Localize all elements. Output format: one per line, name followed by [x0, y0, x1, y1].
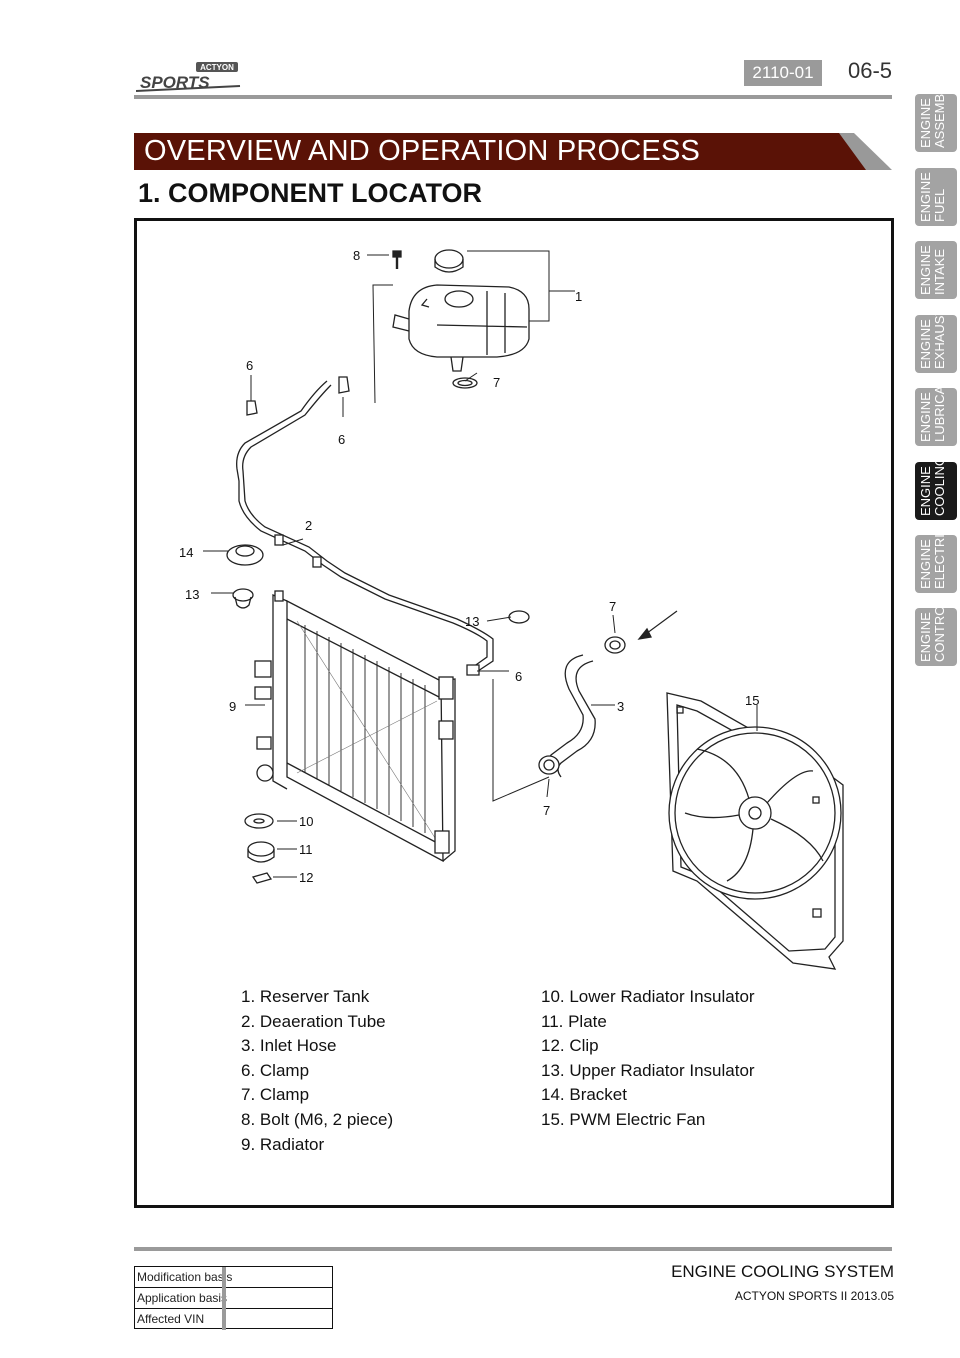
legend-item: 15. PWM Electric Fan	[541, 1109, 706, 1129]
callout-7-tank: 7	[493, 375, 500, 390]
revision-row: Affected VIN	[135, 1309, 332, 1330]
legend-left: 1. Reserver Tank 2. Deaeration Tube 3. I…	[241, 985, 393, 1157]
application-basis-label: Application basis	[137, 1291, 228, 1305]
legend-item: 14. Bracket	[541, 1085, 627, 1105]
revision-row: Application basis	[135, 1288, 332, 1309]
tab-engine-exhaust[interactable]: ENGINE EXHAUST	[915, 308, 957, 373]
callout-2: 2	[305, 518, 312, 533]
affected-vin-label: Affected VIN	[137, 1312, 205, 1326]
tab-label: ENGINE ASSEMBL	[918, 86, 947, 148]
tab-engine-lubrication[interactable]: ENGINE LUBRICAT	[915, 379, 957, 446]
svg-text:ACTYON: ACTYON	[200, 63, 234, 72]
tab-label: ENGINE LUBRICAT	[918, 378, 947, 442]
callout-6-lower: 6	[515, 669, 522, 684]
header-rule	[134, 95, 892, 99]
footer-rule	[134, 1247, 892, 1251]
section-title: 1. COMPONENT LOCATOR	[138, 178, 483, 208]
divider	[222, 1267, 226, 1288]
tab-label: ENGINE ELECTRI	[918, 534, 947, 589]
footer-subtitle: ACTYON SPORTS II 2013.05	[734, 1289, 894, 1303]
actyon-sports-logo: ACTYON SPORTS	[135, 60, 248, 94]
tab-label: ENGINE FUEL	[918, 172, 947, 222]
callout-11: 11	[299, 842, 313, 857]
tab-label: ENGINE COOLING	[918, 456, 947, 516]
legend-item: 8. Bolt (M6, 2 piece)	[241, 1109, 394, 1129]
tab-engine-cooling[interactable]: ENGINE COOLING	[915, 456, 957, 520]
revision-row: Modification basis	[135, 1267, 332, 1288]
callout-6-upper: 6	[246, 358, 253, 373]
revision-table: Modification basis Application basis Aff…	[134, 1266, 333, 1330]
tab-engine-assembly[interactable]: ENGINE ASSEMBL	[915, 87, 957, 152]
callout-7-lower-hose: 7	[543, 803, 550, 818]
callout-3: 3	[617, 699, 624, 714]
footer-title: ENGINE COOLING SYSTEM	[671, 1262, 894, 1281]
tab-engine-intake[interactable]: ENGINE INTAKE	[915, 241, 957, 299]
callout-9: 9	[229, 699, 236, 714]
callout-1: 1	[575, 289, 582, 304]
divider	[222, 1288, 226, 1309]
radiator-drawing	[254, 590, 456, 863]
legend-item: 7. Clamp	[241, 1085, 310, 1105]
callout-15: 15	[745, 693, 759, 708]
tab-engine-fuel[interactable]: ENGINE FUEL	[915, 168, 957, 226]
banner-title: OVERVIEW AND OPERATION PROCESS	[144, 135, 701, 167]
legend-item: 6. Clamp	[241, 1060, 310, 1080]
tab-engine-electrical[interactable]: ENGINE ELECTRI	[915, 534, 957, 593]
callout-12: 12	[299, 870, 313, 885]
cooling-system-diagram: 8 1 6 7 6 2 14 13 13 7 6 3 15 9 7 10 11 …	[179, 248, 844, 970]
svg-text:SPORTS: SPORTS	[140, 73, 210, 92]
legend-item: 1. Reserver Tank	[241, 987, 370, 1006]
leader-lines	[203, 250, 758, 878]
callout-14: 14	[179, 545, 193, 560]
modification-basis-label: Modification basis	[137, 1270, 233, 1284]
callout-6-mid: 6	[338, 432, 345, 447]
bolt-drawing	[392, 250, 402, 269]
overview-banner: OVERVIEW AND OPERATION PROCESS	[134, 133, 892, 170]
tab-engine-control[interactable]: ENGINE CONTRO	[915, 606, 957, 666]
component-locator-figure: 8 1 6 7 6 2 14 13 13 7 6 3 15 9 7 10 11 …	[134, 218, 894, 1208]
fan-shroud-drawing	[666, 692, 844, 970]
legend-item: 10. Lower Radiator Insulator	[541, 987, 755, 1006]
callout-13-left: 13	[185, 587, 199, 602]
legend-item: 9. Radiator	[241, 1134, 325, 1154]
callout-8: 8	[353, 248, 360, 263]
legend-item: 11. Plate	[541, 1011, 607, 1031]
reserve-tank-drawing	[392, 249, 530, 372]
tab-label: ENGINE EXHAUST	[918, 307, 947, 369]
callout-10: 10	[299, 814, 313, 829]
legend-item: 2. Deaeration Tube	[241, 1011, 386, 1031]
section-code: 2110-01	[744, 60, 822, 86]
callout-13-right: 13	[465, 614, 479, 629]
legend-item: 13. Upper Radiator Insulator	[541, 1060, 755, 1080]
legend-item: 3. Inlet Hose	[241, 1036, 337, 1056]
callout-7-upper-hose: 7	[609, 599, 616, 614]
tab-label: ENGINE INTAKE	[918, 245, 947, 295]
legend-right: 10. Lower Radiator Insulator 11. Plate 1…	[541, 985, 755, 1133]
legend-item: 12. Clip	[541, 1036, 599, 1056]
divider	[222, 1309, 226, 1330]
tab-label: ENGINE CONTRO	[918, 605, 947, 662]
page-number: 06-5	[848, 58, 893, 83]
